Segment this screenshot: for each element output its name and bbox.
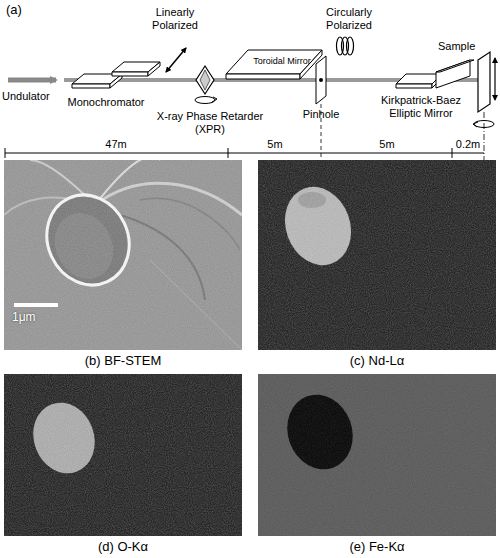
panel-caption: (b) BF-STEM: [4, 353, 242, 368]
part-name: X-ray Phase Retarder (XPR): [148, 110, 272, 136]
part-name: Pinhole: [296, 108, 346, 121]
panel-caption: (c) Nd-Lα: [258, 353, 496, 368]
part-name: Monochromator: [58, 96, 154, 109]
dimension-label: 0.2m: [452, 138, 484, 151]
panel-tag: (a): [6, 2, 46, 17]
part-name: Sample: [438, 40, 478, 53]
dimension-label: 5m: [258, 138, 292, 151]
part-name: Toroidal Mirror: [246, 56, 318, 67]
polarization-note: Linearly Polarized: [138, 6, 212, 32]
panel-caption: (d) O-Kα: [4, 539, 242, 554]
part-name: Undulator: [2, 90, 62, 103]
part-name: Kirkpatrick-Baez Elliptic Mirror: [372, 94, 470, 120]
scale-label: 1μm: [12, 310, 62, 324]
panel-caption: (e) Fe-Kα: [258, 539, 496, 554]
dimension-label: 47m: [96, 138, 136, 151]
polarization-note: Circularly Polarized: [312, 6, 386, 32]
dimension-label: 5m: [370, 138, 404, 151]
